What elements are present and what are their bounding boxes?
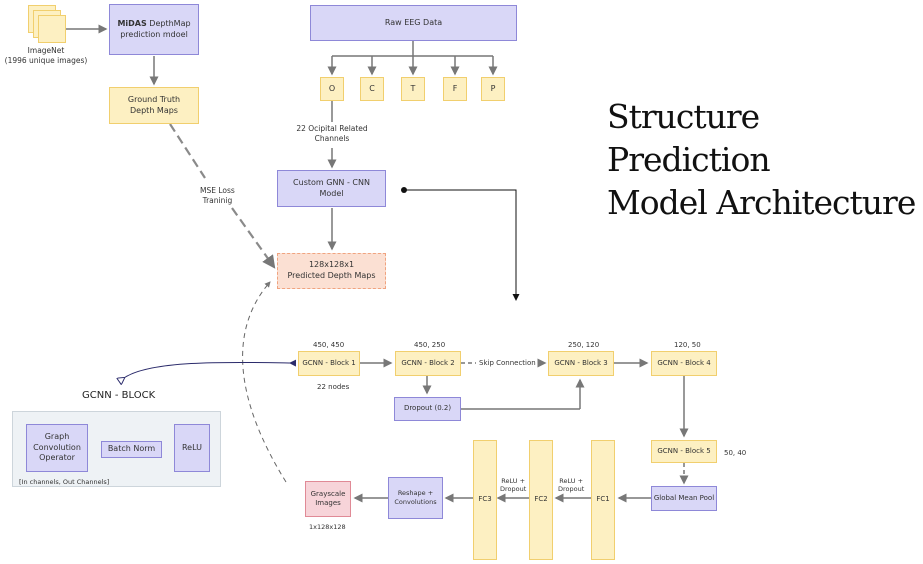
occipital-channels-label: 22 Ocipital Related Channels — [296, 124, 368, 143]
gcnn-block-caption: [In channels, Out Channels] — [19, 478, 110, 486]
fc3-node: FC3 — [473, 440, 497, 560]
fc2-node: FC2 — [529, 440, 553, 560]
block3-dims: 250, 120 — [568, 341, 600, 349]
relu-node: ReLU — [174, 424, 210, 472]
channel-o: O — [320, 77, 344, 101]
block5-dims: 50, 40 — [724, 449, 747, 457]
imagenet-stack-icon — [28, 5, 66, 43]
diagram-title: Structure Prediction Model Architecture — [607, 97, 916, 222]
gcnn-block-4: GCNN - Block 4 — [651, 351, 717, 376]
fc1-node: FC1 — [591, 440, 615, 560]
gcnn-block-title: GCNN - BLOCK — [82, 390, 156, 401]
midas-label: DepthMap prediction mdoel — [120, 18, 191, 39]
mse-loss-label: MSE Loss Traninig — [200, 186, 235, 205]
relu-dropout-label-2: ReLU + Dropout — [500, 477, 527, 494]
block4-dims: 120, 50 — [674, 341, 701, 349]
gcnn-block-1: GCNN - Block 1 — [298, 351, 360, 376]
gcnn-block-3: GCNN - Block 3 — [548, 351, 614, 376]
reshape-conv-node: Reshape + Convolutions — [388, 477, 443, 519]
block1-dims: 450, 450 — [313, 341, 345, 349]
gcnn-block-2: GCNN - Block 2 — [395, 351, 461, 376]
channel-c: C — [360, 77, 384, 101]
gcnn-block-5: GCNN - Block 5 — [651, 440, 717, 463]
raw-eeg-node: Raw EEG Data — [310, 5, 517, 41]
skip-connection-label: Skip Connection — [479, 359, 536, 369]
grayscale-dims: 1x128x128 — [309, 523, 346, 531]
batch-norm-node: Batch Norm — [101, 441, 162, 458]
midas-bold-label: MiDAS — [117, 18, 147, 28]
channel-f: F — [443, 77, 467, 101]
dropout-node: Dropout (0.2) — [394, 397, 461, 421]
channel-t: T — [401, 77, 425, 101]
channel-p: P — [481, 77, 505, 101]
block2-dims: 450, 250 — [414, 341, 446, 349]
global-mean-pool-node: Global Mean Pool — [651, 486, 717, 511]
nodes-label: 22 nodes — [317, 383, 350, 391]
custom-gnn-cnn-node: Custom GNN - CNN Model — [277, 170, 386, 207]
ground-truth-node: Ground Truth Depth Maps — [109, 87, 199, 124]
predicted-depth-maps-node: 128x128x1 Predicted Depth Maps — [277, 253, 386, 289]
graph-conv-node: Graph Convolution Operator — [26, 424, 88, 472]
imagenet-label: ImageNet (1996 unique images) — [4, 46, 88, 65]
midas-model-node: MiDAS DepthMap prediction mdoel — [109, 4, 199, 55]
relu-dropout-label-1: ReLU + Dropout — [558, 477, 585, 494]
grayscale-images-node: Grayscale Images — [305, 481, 351, 517]
